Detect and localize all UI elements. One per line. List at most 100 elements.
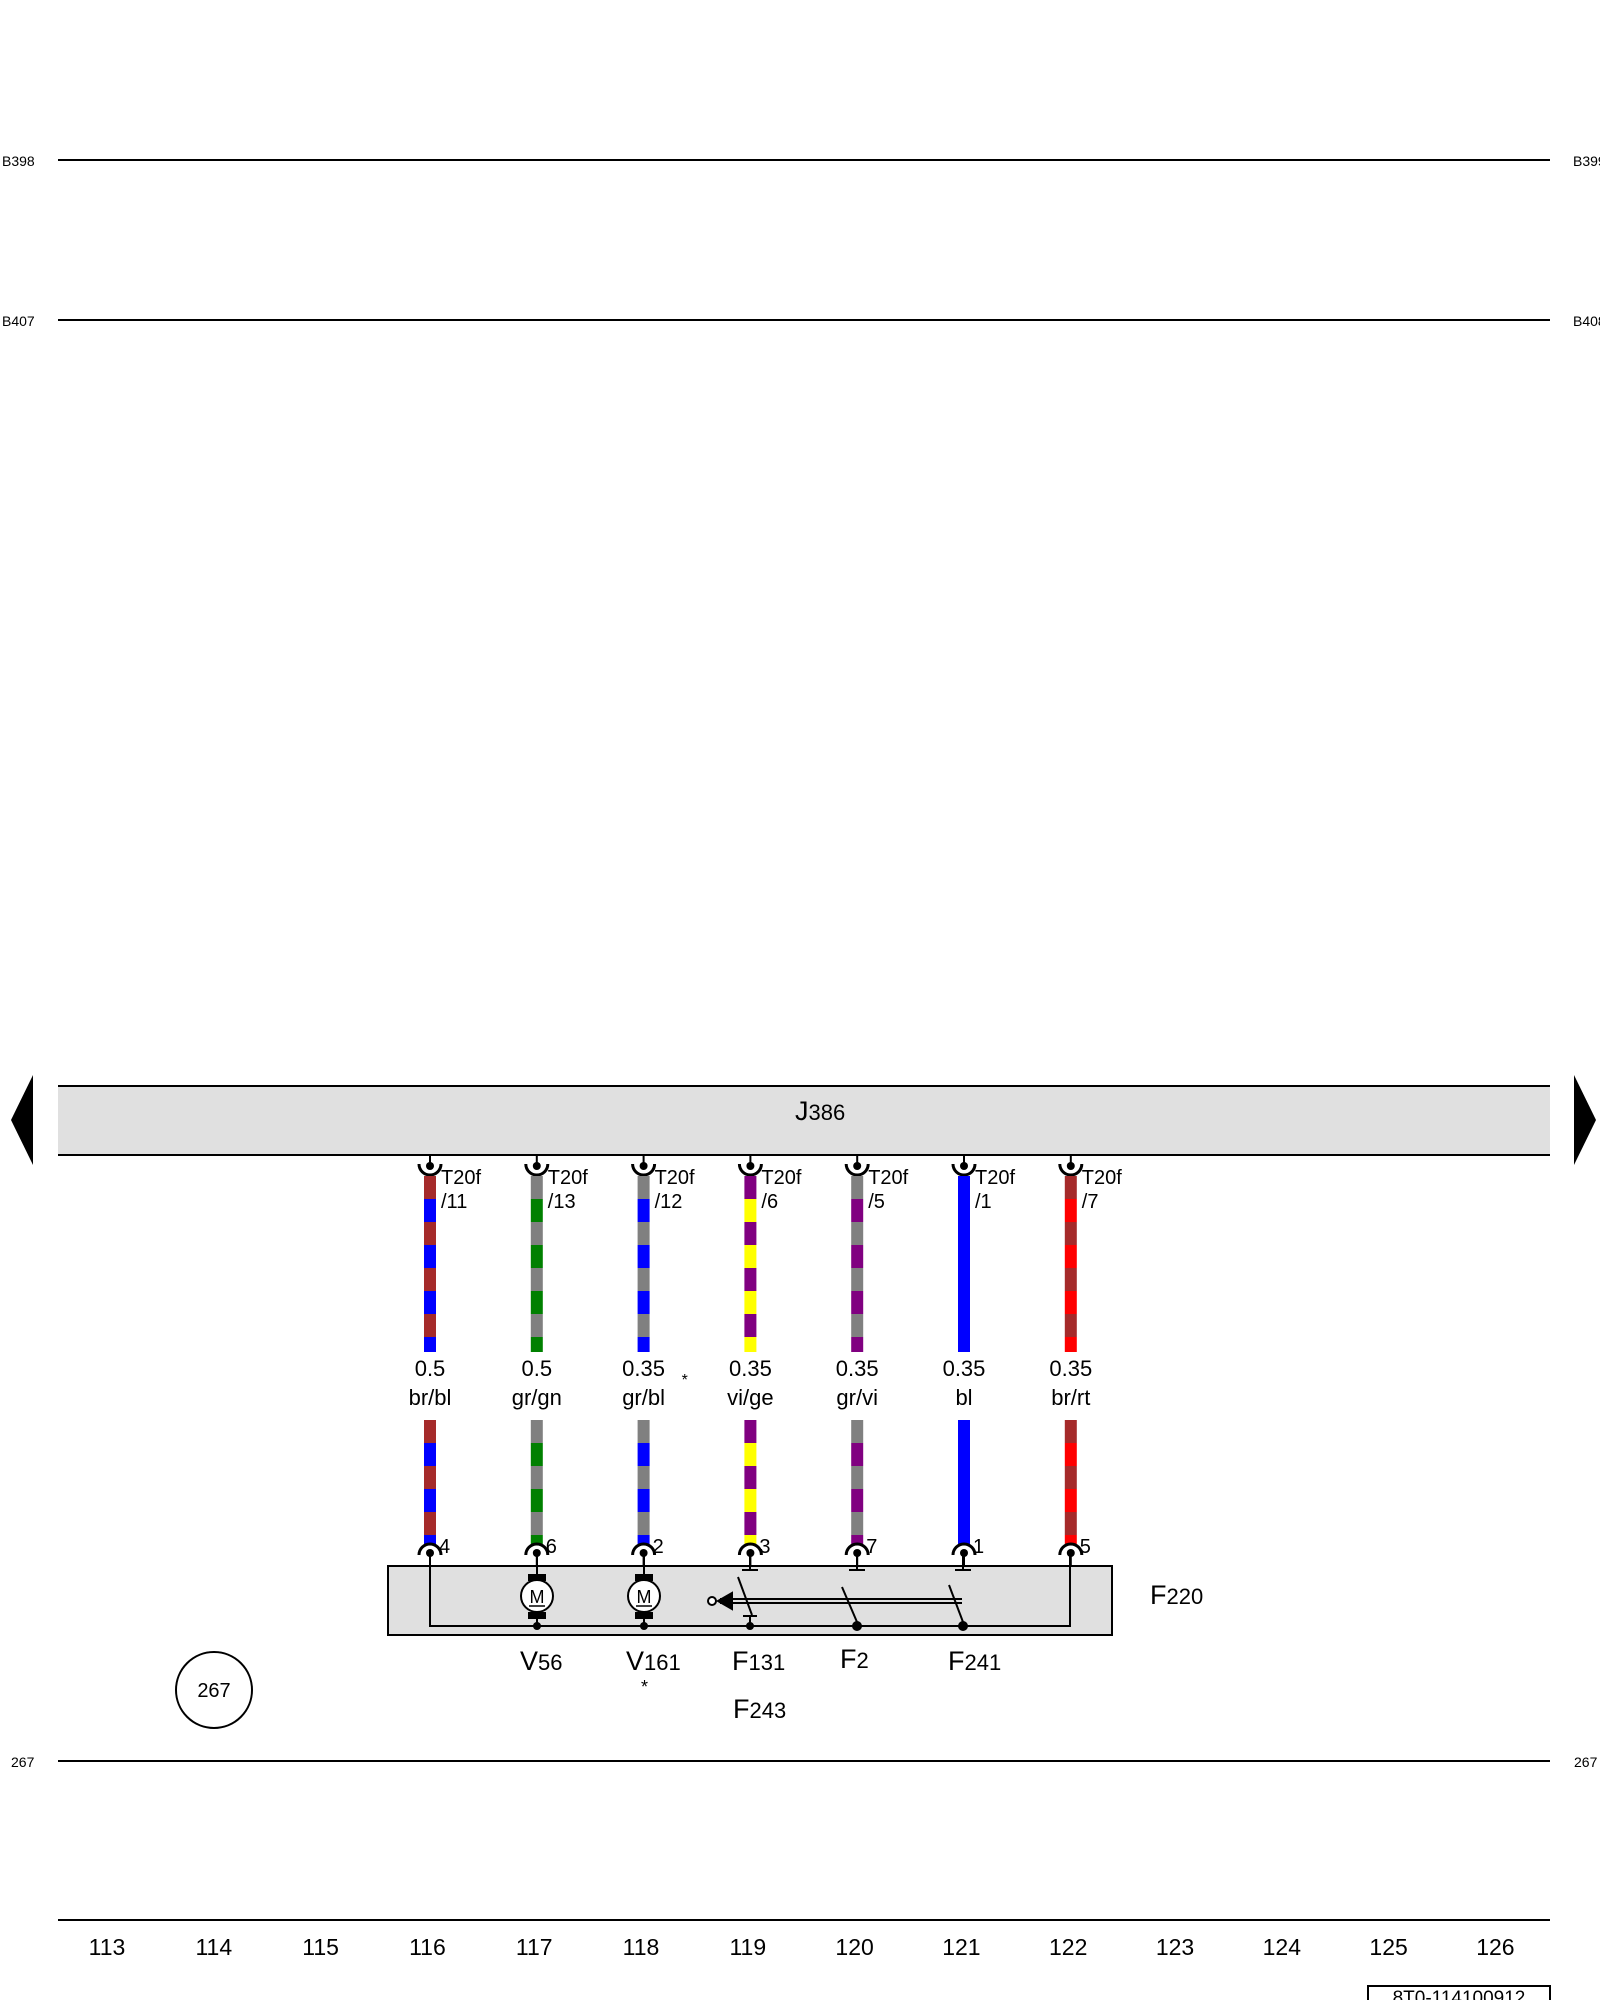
wire-segment-top bbox=[637, 1222, 650, 1245]
wire-segment-bottom bbox=[424, 1443, 436, 1466]
column-number: 116 bbox=[409, 1934, 446, 1960]
wire-segment-top bbox=[637, 1199, 650, 1222]
wire-mark: * bbox=[682, 1372, 688, 1389]
motor-symbol: M bbox=[530, 1587, 545, 1607]
connector-bottom-icon bbox=[844, 1542, 870, 1565]
wire-gauge: 0.35 bbox=[1049, 1356, 1092, 1381]
wire-gauge: 0.5 bbox=[522, 1356, 553, 1381]
component-label-f2: F2 bbox=[840, 1644, 869, 1674]
wire-segment-bottom bbox=[744, 1512, 757, 1535]
control-unit-number: 386 bbox=[809, 1100, 846, 1125]
connector-bottom-icon bbox=[631, 1542, 657, 1565]
connector-pin-bottom: 7 bbox=[866, 1536, 877, 1558]
wire-segment-top bbox=[637, 1268, 650, 1291]
wire-segment-bottom bbox=[958, 1512, 970, 1535]
control-unit-letter: J bbox=[795, 1096, 809, 1126]
component-box-letter: F bbox=[1150, 1580, 1167, 1610]
wire-segment-top bbox=[637, 1245, 650, 1268]
wire-segment-bottom bbox=[637, 1535, 650, 1544]
wire-segment-top bbox=[851, 1176, 864, 1199]
wire-segment-bottom bbox=[637, 1466, 650, 1489]
wire-segment-bottom bbox=[530, 1443, 543, 1466]
wire-segment-top bbox=[851, 1337, 864, 1352]
wire-segment-bottom bbox=[424, 1420, 436, 1443]
connector-top-icon bbox=[1058, 1154, 1084, 1177]
wire-color-code: gr/vi bbox=[836, 1385, 878, 1410]
wire-segment-bottom bbox=[637, 1443, 650, 1466]
connector-name: T20f bbox=[655, 1167, 695, 1189]
wire-color-code: vi/ge bbox=[727, 1385, 773, 1410]
wire-color-code: bl bbox=[955, 1385, 972, 1410]
component-label-f241: F241 bbox=[948, 1646, 1001, 1676]
motor-symbol: M bbox=[637, 1587, 652, 1607]
wire-color-code: gr/bl bbox=[622, 1385, 665, 1410]
wire-segment-top bbox=[530, 1291, 543, 1314]
next-page-arrow-icon[interactable] bbox=[1574, 1075, 1596, 1165]
motor-v161: M bbox=[627, 1553, 661, 1630]
connector-bottom-icon bbox=[417, 1542, 443, 1565]
wire-segment-bottom bbox=[744, 1443, 757, 1466]
wire-segment-top bbox=[637, 1337, 650, 1352]
column-number: 113 bbox=[89, 1934, 126, 1960]
connector-top-icon bbox=[631, 1154, 657, 1177]
wire-segment-top bbox=[744, 1176, 757, 1199]
wire-gauge: 0.5 bbox=[415, 1356, 446, 1381]
wire-segment-top bbox=[958, 1268, 970, 1291]
wire-segment-top bbox=[744, 1314, 757, 1337]
wire-segment-bottom bbox=[1064, 1443, 1077, 1466]
wire-segment-top bbox=[1064, 1176, 1077, 1199]
wire-segment-top bbox=[958, 1199, 970, 1222]
ground-point-circle bbox=[175, 1651, 253, 1729]
connector-pin-top: /5 bbox=[868, 1191, 885, 1213]
connector-top-icon bbox=[524, 1154, 550, 1177]
wire-segment-bottom bbox=[958, 1535, 970, 1544]
wire-segment-bottom bbox=[1064, 1535, 1077, 1544]
switch-f243-linkage bbox=[707, 1591, 962, 1611]
wire-segment-top bbox=[744, 1222, 757, 1245]
doc-number-box bbox=[1367, 1985, 1551, 2000]
control-unit-j386 bbox=[58, 1086, 1550, 1155]
wire-segment-bottom bbox=[958, 1420, 970, 1443]
wire-segment-bottom bbox=[1064, 1466, 1077, 1489]
doc-number: 8T0-114100912 bbox=[1393, 1988, 1526, 2000]
previous-page-arrow-icon[interactable] bbox=[11, 1075, 33, 1165]
connector-pin-bottom: 3 bbox=[759, 1536, 770, 1558]
wire-segment-bottom bbox=[851, 1420, 864, 1443]
wire-segment-top bbox=[424, 1245, 436, 1268]
column-number: 125 bbox=[1369, 1934, 1407, 1960]
column-number: 118 bbox=[623, 1934, 660, 1960]
wire-segment-top bbox=[530, 1245, 543, 1268]
component-label-f131: F131 bbox=[732, 1646, 785, 1676]
wire-segment-top bbox=[424, 1291, 436, 1314]
wire-gauge: 0.35 bbox=[622, 1356, 665, 1381]
wire-segment-top bbox=[851, 1291, 864, 1314]
wire-segment-bottom bbox=[851, 1512, 864, 1535]
wire-segment-top bbox=[958, 1291, 970, 1314]
wire-segment-bottom bbox=[851, 1443, 864, 1466]
wire-segment-bottom bbox=[958, 1466, 970, 1489]
connector-pin-bottom: 6 bbox=[546, 1536, 557, 1558]
wire-segment-bottom bbox=[424, 1466, 436, 1489]
component-mark-v161: * bbox=[641, 1677, 648, 1697]
wire-segment-top bbox=[851, 1314, 864, 1337]
wire-segment-bottom bbox=[851, 1535, 864, 1544]
wire-segment-top bbox=[851, 1268, 864, 1291]
wire-gauge: 0.35 bbox=[943, 1356, 986, 1381]
control-unit-label: J386 bbox=[795, 1096, 845, 1126]
wire-segment-bottom bbox=[851, 1466, 864, 1489]
wire-segment-top bbox=[1064, 1245, 1077, 1268]
wire-segment-top bbox=[958, 1245, 970, 1268]
wire-segment-bottom bbox=[851, 1489, 864, 1512]
connector-bottom-icon bbox=[524, 1542, 550, 1565]
ground-point-label: 267 bbox=[197, 1680, 230, 1702]
wire-segment-top bbox=[744, 1268, 757, 1291]
wire-1: T20f/110.5br/bl4 bbox=[409, 1154, 481, 1565]
wire-segment-bottom bbox=[637, 1420, 650, 1443]
column-number: 121 bbox=[942, 1934, 980, 1960]
connector-pin-top: /11 bbox=[441, 1191, 467, 1213]
